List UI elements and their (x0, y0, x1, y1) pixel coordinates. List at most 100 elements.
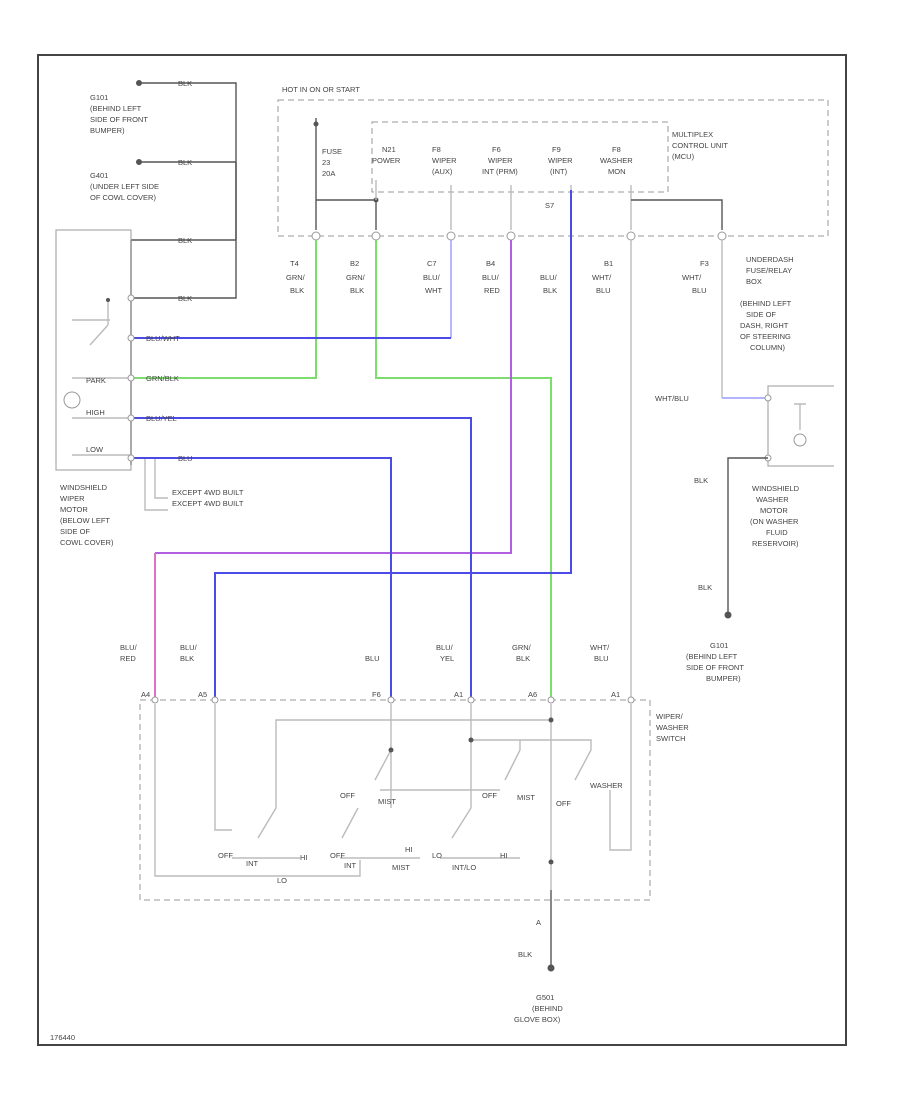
svg-text:(AUX): (AUX) (432, 167, 453, 176)
svg-text:BLU: BLU (594, 654, 609, 663)
svg-text:BLU: BLU (692, 286, 707, 295)
svg-text:BOX: BOX (746, 277, 762, 286)
underdash-fuse-relay-box-label: UNDERDASH FUSE/RELAY BOX (BEHIND LEFT SI… (740, 255, 794, 352)
svg-text:MOTOR: MOTOR (760, 506, 788, 515)
wire-grn-blk-b2 (375, 240, 552, 700)
svg-text:MOTOR: MOTOR (60, 505, 88, 514)
svg-text:WASHER: WASHER (756, 495, 789, 504)
svg-text:F8: F8 (612, 145, 621, 154)
svg-text:SWITCH: SWITCH (656, 734, 686, 743)
wiper-motor: BLK PARK HIGH LOW WINDSHIELD WIPER MOTOR… (55, 162, 237, 547)
svg-text:(MCU): (MCU) (672, 152, 695, 161)
svg-text:WIPER/: WIPER/ (656, 712, 684, 721)
fuse-relay-box-outline (277, 99, 829, 237)
ground-g401: BLK G401 (UNDER LEFT SIDE OF COWL COVER) (90, 158, 236, 202)
svg-text:23: 23 (322, 158, 330, 167)
svg-text:SIDE OF FRONT: SIDE OF FRONT (686, 663, 744, 672)
svg-text:A6: A6 (528, 690, 537, 699)
svg-text:OFF: OFF (340, 791, 355, 800)
svg-text:BLK: BLK (178, 294, 192, 303)
svg-text:SIDE OF: SIDE OF (746, 310, 776, 319)
svg-text:WIPER: WIPER (432, 156, 457, 165)
svg-text:MON: MON (608, 167, 626, 176)
svg-text:G101: G101 (90, 93, 108, 102)
svg-text:CONTROL UNIT: CONTROL UNIT (672, 141, 728, 150)
wire-blu-yel (131, 417, 472, 700)
svg-text:BLU/: BLU/ (180, 643, 198, 652)
wire-blu-red (155, 240, 512, 554)
svg-text:F6: F6 (492, 145, 501, 154)
svg-text:B4: B4 (486, 259, 495, 268)
svg-text:F9: F9 (552, 145, 561, 154)
svg-text:OF COWL COVER): OF COWL COVER) (90, 193, 156, 202)
svg-text:MIST: MIST (392, 863, 410, 872)
svg-text:F3: F3 (700, 259, 709, 268)
svg-text:G501: G501 (536, 993, 554, 1002)
svg-text:A5: A5 (198, 690, 207, 699)
svg-text:COLUMN): COLUMN) (750, 343, 786, 352)
svg-text:A: A (536, 918, 541, 927)
svg-text:HOT IN ON OR START: HOT IN ON OR START (282, 85, 360, 94)
svg-text:BLU/YEL: BLU/YEL (146, 414, 177, 423)
svg-text:B2: B2 (350, 259, 359, 268)
svg-text:C7: C7 (427, 259, 437, 268)
svg-text:HI: HI (405, 845, 413, 854)
svg-text:RESERVOIR): RESERVOIR) (752, 539, 799, 548)
svg-text:BLK: BLK (543, 286, 557, 295)
svg-text:DASH, RIGHT: DASH, RIGHT (740, 321, 789, 330)
svg-text:GLOVE BOX): GLOVE BOX) (514, 1015, 561, 1024)
svg-text:GRN/: GRN/ (346, 273, 366, 282)
svg-text:INT: INT (246, 859, 259, 868)
switch-wire-labels: BLU/ RED BLU/ BLK BLU BLU/ YEL GRN/ BLK … (120, 643, 620, 699)
svg-text:FUSE/RELAY: FUSE/RELAY (746, 266, 792, 275)
svg-text:BLU/: BLU/ (120, 643, 138, 652)
svg-text:BLK: BLK (178, 158, 192, 167)
svg-text:F8: F8 (432, 145, 441, 154)
svg-text:BUMPER): BUMPER) (706, 674, 741, 683)
svg-text:GRN/: GRN/ (512, 643, 532, 652)
svg-text:OFF: OFF (330, 851, 345, 860)
svg-text:WHT/BLU: WHT/BLU (655, 394, 689, 403)
svg-text:MULTIPLEX: MULTIPLEX (672, 130, 713, 139)
svg-text:MIST: MIST (378, 797, 396, 806)
svg-text:A4: A4 (141, 690, 150, 699)
svg-text:(ON WASHER: (ON WASHER (750, 517, 799, 526)
svg-text:BLU: BLU (596, 286, 611, 295)
svg-text:EXCEPT 4WD BUILT: EXCEPT 4WD BUILT (172, 488, 244, 497)
svg-text:EXCEPT 4WD BUILT: EXCEPT 4WD BUILT (172, 499, 244, 508)
svg-text:SIDE OF: SIDE OF (60, 527, 90, 536)
svg-text:B1: B1 (604, 259, 613, 268)
svg-text:BLU/: BLU/ (482, 273, 500, 282)
diagram-code: 176440 (50, 1033, 75, 1042)
ground-g101-top: BLK G101 (BEHIND LEFT SIDE OF FRONT BUMP… (90, 79, 237, 240)
svg-text:FLUID: FLUID (766, 528, 788, 537)
svg-text:GRN/: GRN/ (286, 273, 306, 282)
svg-text:BLU/WHT: BLU/WHT (146, 334, 180, 343)
wiper-washer-switch: WIPER/ WASHER SWITCH OFF MIST OFF MIST O… (139, 696, 689, 901)
svg-text:BLK: BLK (350, 286, 364, 295)
svg-text:(INT): (INT) (550, 167, 568, 176)
svg-text:RED: RED (120, 654, 136, 663)
svg-text:F6: F6 (372, 690, 381, 699)
svg-text:FUSE: FUSE (322, 147, 342, 156)
svg-text:INT: INT (344, 861, 357, 870)
svg-text:INT/LO: INT/LO (452, 863, 476, 872)
svg-text:(BEHIND LEFT: (BEHIND LEFT (686, 652, 738, 661)
ground-g101-right: G101 (BEHIND LEFT SIDE OF FRONT BUMPER) (686, 641, 744, 683)
svg-text:OF STEERING: OF STEERING (740, 332, 791, 341)
svg-text:WHT/: WHT/ (682, 273, 702, 282)
svg-text:WINDSHIELD: WINDSHIELD (752, 484, 800, 493)
svg-text:GRN/BLK: GRN/BLK (146, 374, 179, 383)
svg-text:BLU: BLU (178, 454, 193, 463)
mcu-outline (371, 121, 669, 193)
svg-text:20A: 20A (322, 169, 335, 178)
svg-text:WHT/: WHT/ (590, 643, 610, 652)
svg-text:(BEHIND LEFT: (BEHIND LEFT (90, 104, 142, 113)
wire-blu-blk (214, 190, 572, 700)
connector-row (311, 231, 727, 241)
